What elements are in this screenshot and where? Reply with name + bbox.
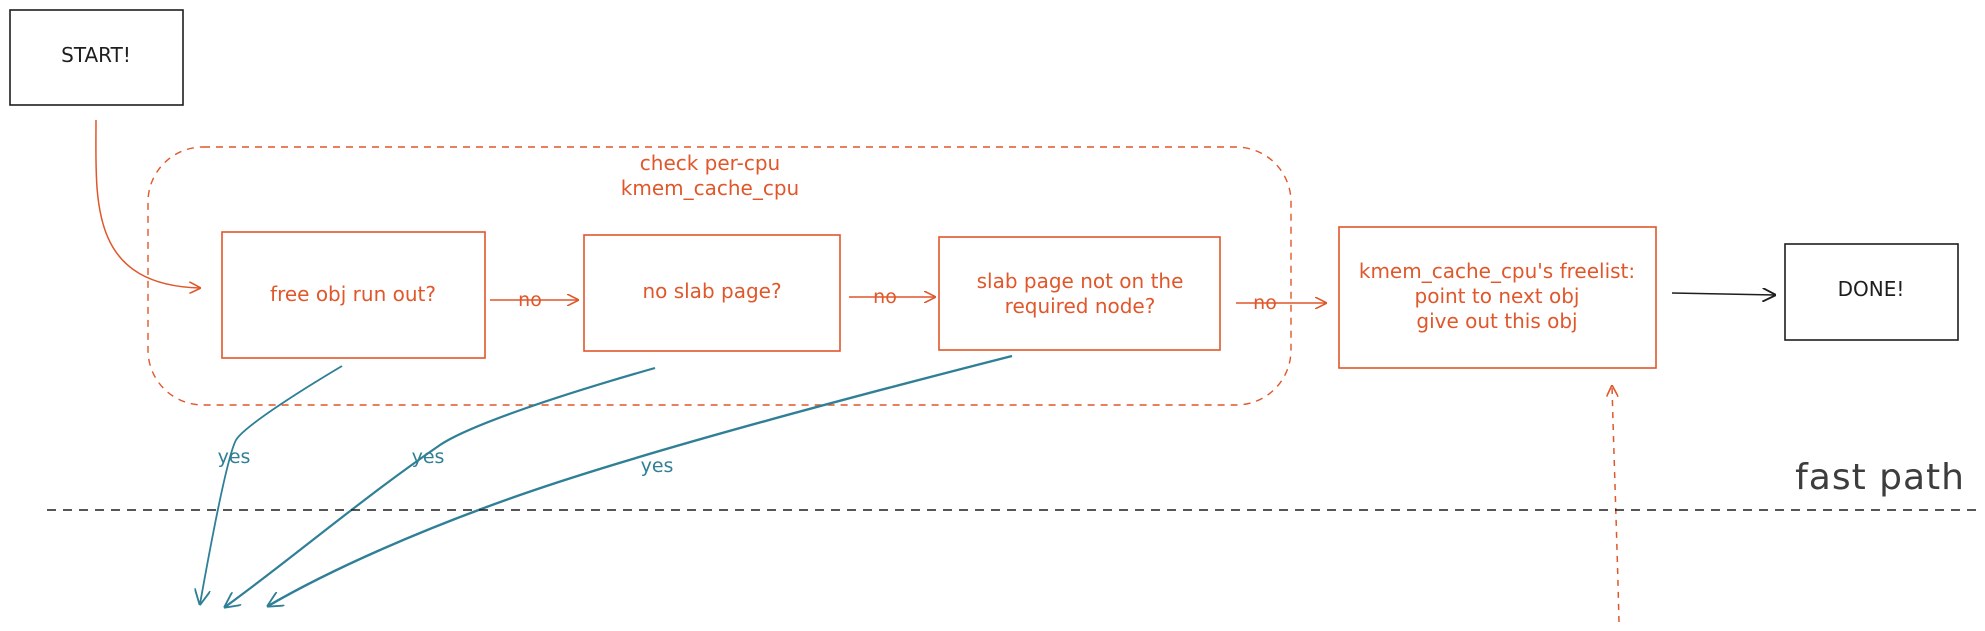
freelist-action-line-1: kmem_cache_cpu's freelist: (1359, 259, 1635, 283)
per-cpu-check-group: check per-cpu kmem_cache_cpu (147, 146, 1292, 406)
yes-edge-1-label: yes (218, 446, 251, 468)
yes-edge-2-label: yes (412, 446, 445, 468)
done-node: DONE! (1784, 243, 1959, 341)
freelist-action-line-2: point to next obj (1415, 284, 1580, 308)
group-label-line-1: check per-cpu (640, 151, 780, 175)
to-done-arrow (1671, 293, 1775, 295)
group-label-line-2: kmem_cache_cpu (621, 176, 799, 200)
done-label: DONE! (1838, 277, 1905, 301)
check-slab-page-label: no slab page? (642, 279, 781, 303)
fast-path-label: fast path (1795, 457, 1965, 498)
start-to-check-arrow (95, 119, 200, 288)
yes-edge-3-arrow (268, 354, 1013, 606)
freelist-action-line-3: give out this obj (1416, 309, 1577, 333)
check-free-obj-node: free obj run out? (221, 231, 486, 359)
check-free-obj-label: free obj run out? (270, 282, 436, 306)
check-node-node: slab page not on the required node? (938, 236, 1221, 351)
check-node-label-line-2: required node? (1005, 294, 1156, 318)
no-edge-3-label: no (1253, 292, 1277, 314)
check-node-label-line-1: slab page not on the (977, 269, 1184, 293)
no-edge-1-label: no (518, 289, 542, 311)
start-label: START! (61, 43, 131, 67)
yes-edge-1-arrow (200, 365, 343, 604)
no-edge-2-label: no (873, 286, 897, 308)
slow-path-return-arrow (1612, 386, 1620, 623)
freelist-action-node: kmem_cache_cpu's freelist: point to next… (1338, 226, 1657, 369)
yes-edge-3-label: yes (641, 455, 674, 477)
start-node: START! (9, 9, 184, 106)
yes-edge-2-arrow (225, 366, 656, 607)
check-slab-page-node: no slab page? (583, 234, 841, 352)
